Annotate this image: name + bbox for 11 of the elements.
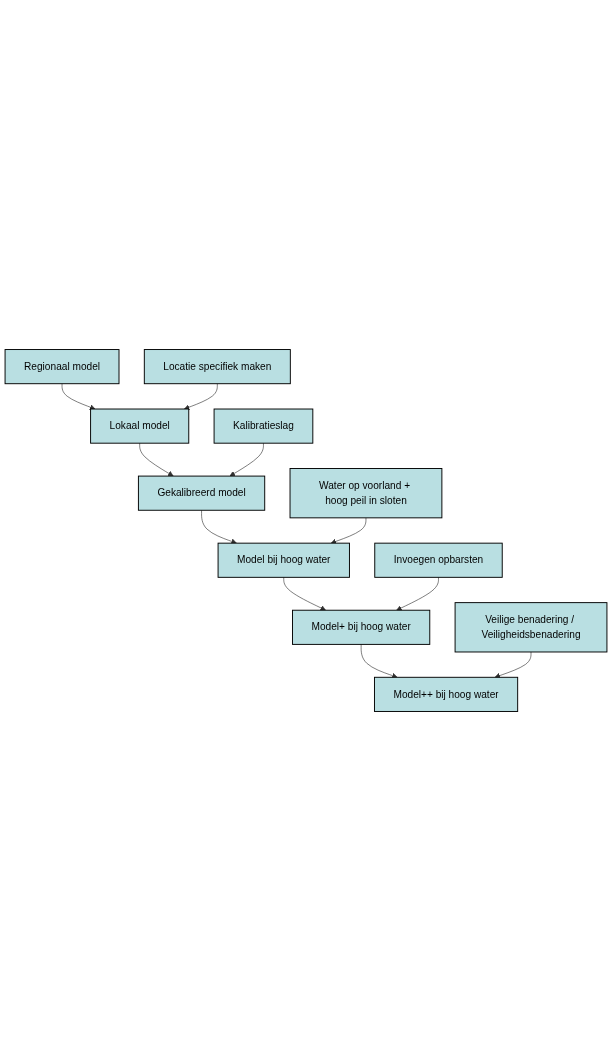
node-box: Model++ bij hoog water <box>374 676 519 712</box>
node-box: Model+ bij hoog water <box>292 609 431 645</box>
node-box: Veilige benadering / Veiligheidsbenadering <box>454 602 608 653</box>
node-box: Invoegen opbarsten <box>374 542 503 578</box>
node-box: Kalibratieslag <box>213 408 314 444</box>
node-box: Gekalibreerd model <box>137 475 266 511</box>
node-box: Water op voorland + hoog peil in sloten <box>289 468 443 519</box>
node-box: Lokaal model <box>90 408 190 444</box>
node-box: Model bij hoog water <box>217 542 350 578</box>
node-box: Regionaal model <box>4 349 120 385</box>
node-box: Locatie specifiek maken <box>143 349 291 385</box>
